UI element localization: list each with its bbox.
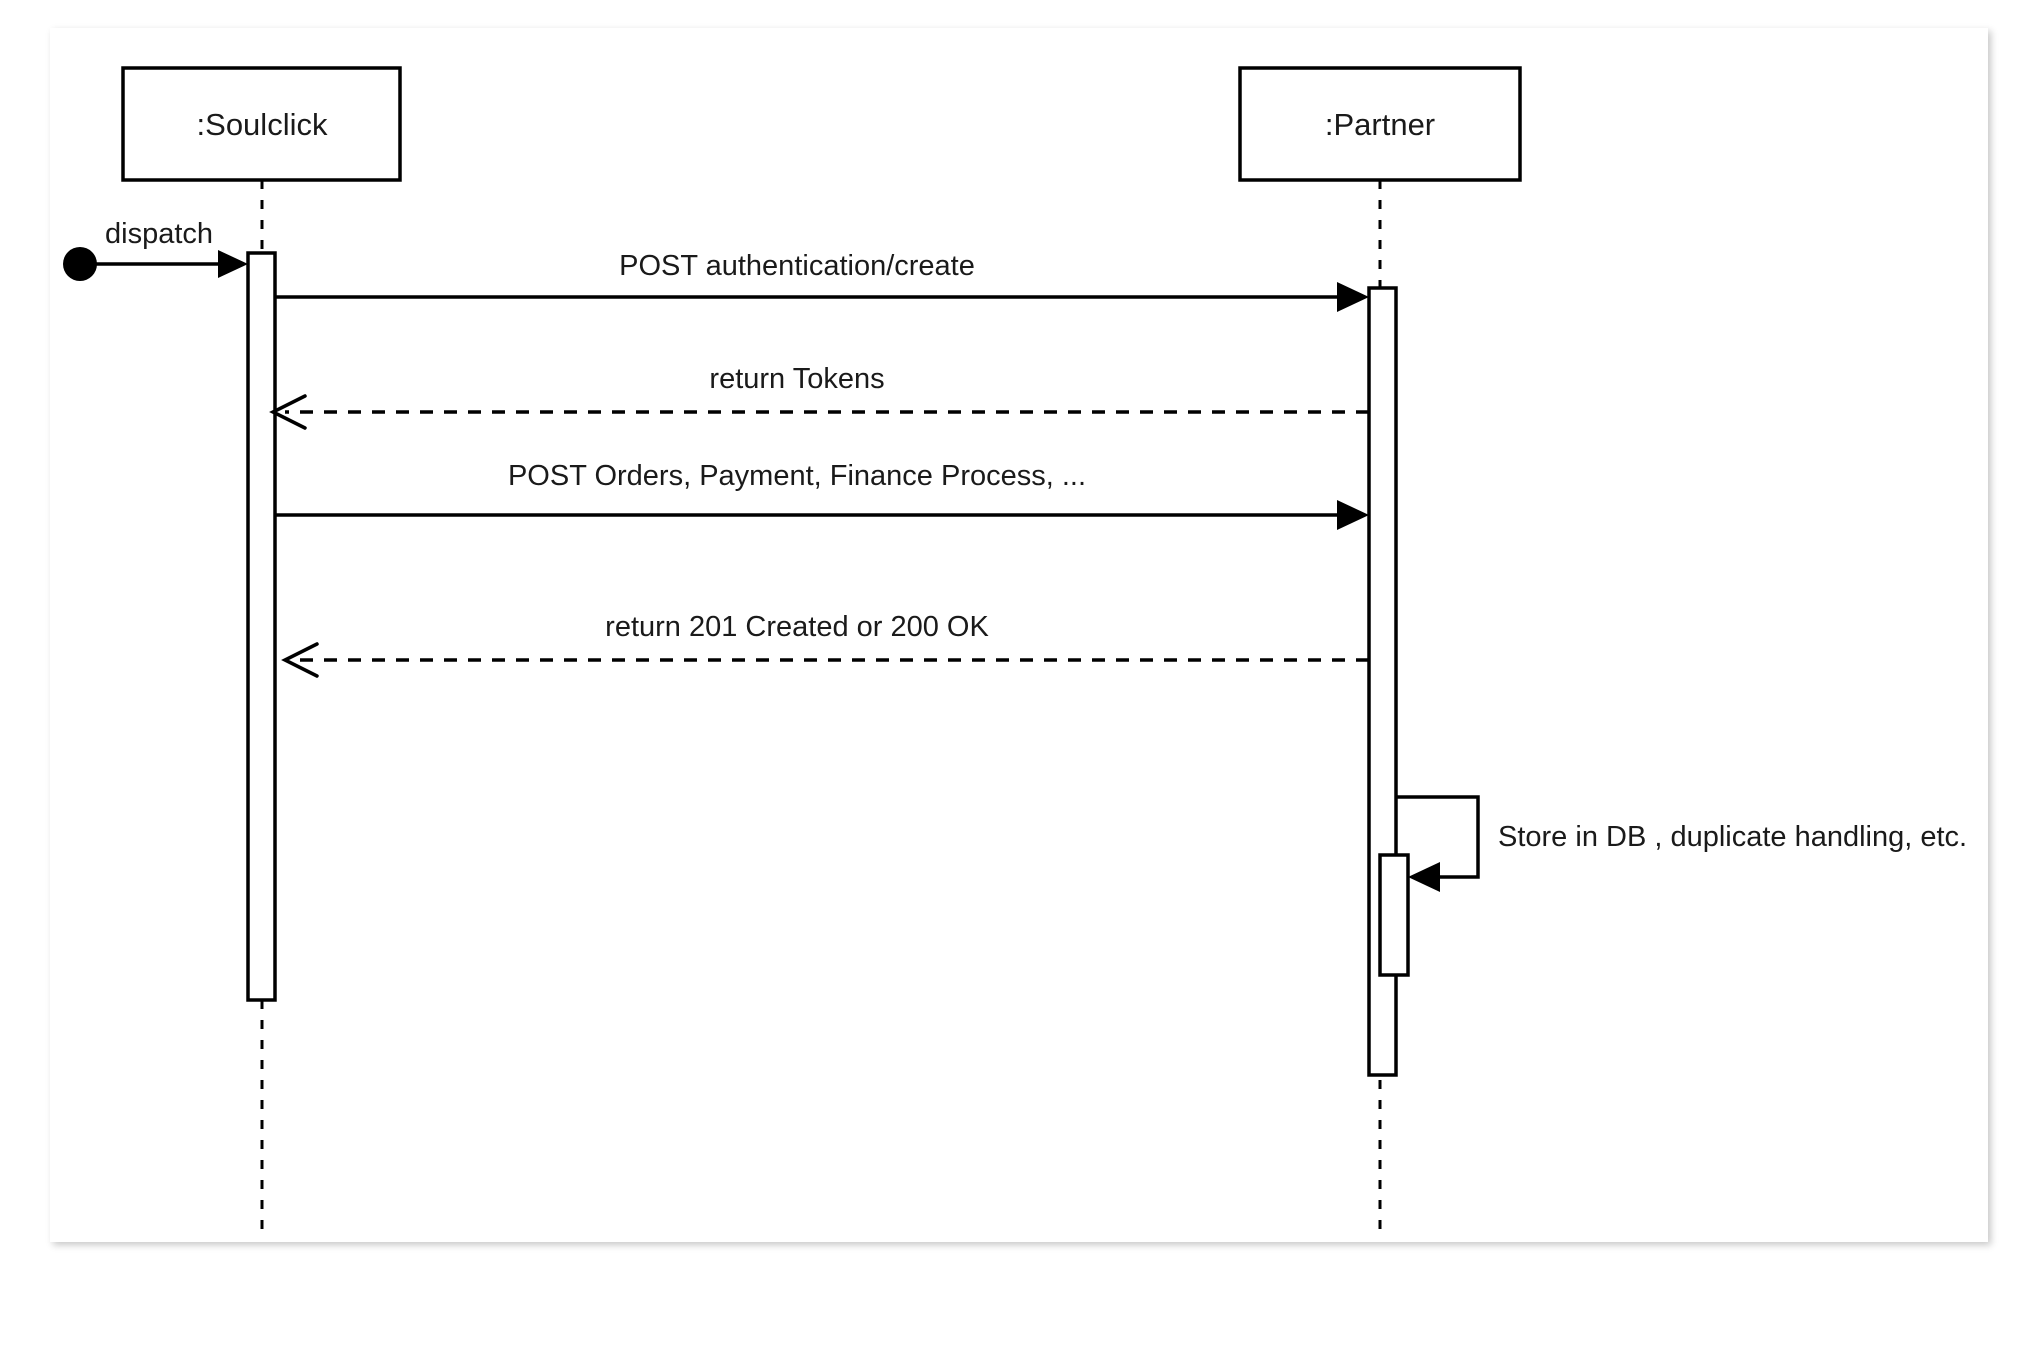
message-label-3: POST Orders, Payment, Finance Process, .… (508, 460, 1086, 492)
message-label-1: POST authentication/create (619, 250, 975, 282)
message-arrowhead-3-icon (1337, 500, 1369, 530)
message-arrowhead-4-icon (281, 642, 319, 678)
participant-box-partner[interactable] (1238, 66, 1522, 182)
activation-bar-partner-nested[interactable] (1378, 853, 1410, 977)
activation-bar-soulclick[interactable] (246, 251, 277, 1002)
participant-label-soulclick: :Soulclick (197, 107, 328, 142)
message-label-4: return 201 Created or 200 OK (605, 611, 989, 643)
message-arrowhead-5-icon (1408, 862, 1440, 892)
diagram-canvas (50, 28, 1988, 1242)
start-arrowhead-icon (218, 250, 248, 278)
message-label-2: return Tokens (709, 363, 884, 395)
message-arrowhead-2-icon (269, 394, 307, 430)
participant-label-partner: :Partner (1325, 107, 1435, 142)
participant-box-soulclick[interactable] (121, 66, 402, 182)
message-label-5: Store in DB , duplicate handling, etc. (1498, 821, 1967, 853)
message-line-5-self[interactable] (1396, 795, 1480, 879)
start-message-label: dispatch (105, 218, 213, 250)
message-arrowhead-1-icon (1337, 282, 1369, 312)
